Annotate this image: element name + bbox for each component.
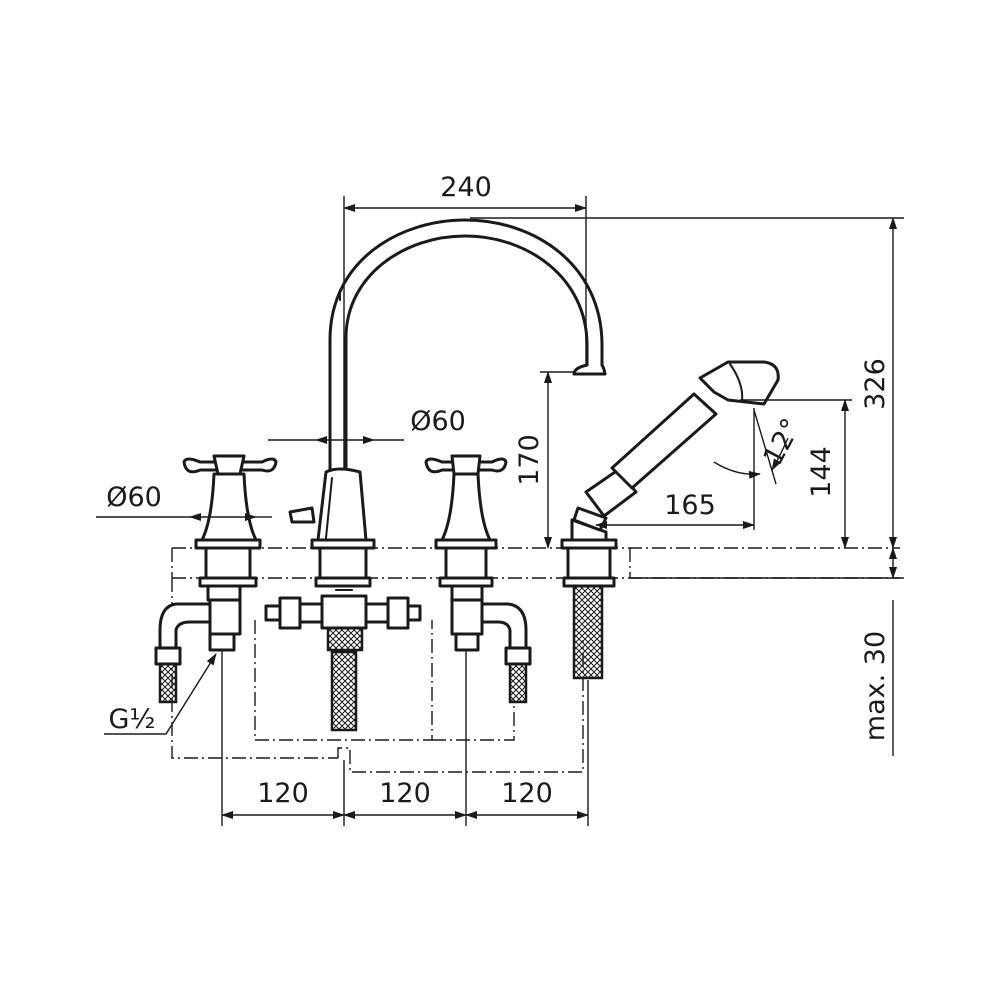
total-height-label: 326 [860,358,891,410]
spout-reach-label: 240 [440,172,492,203]
spacing-1-label: 120 [257,778,309,809]
max-deck-thickness-label: max. 30 [860,631,891,741]
dimension-lines [96,196,904,826]
dimension-labels: 240 326 170 Ø60 Ø60 144 165 12° max. 30 … [106,172,891,809]
spout-body [264,467,422,732]
handshower [560,360,780,680]
handshower-angle-label: 12° [758,414,808,471]
spout-height-label: 170 [514,434,545,486]
spacing-2-label: 120 [379,778,431,809]
spacing-3-label: 120 [501,778,553,809]
handshower-height-label: 144 [806,446,837,498]
left-valve [154,454,278,704]
deck-plate [171,547,900,579]
spout [328,218,607,474]
right-valve [424,454,532,704]
connection-thread-label: G½ [108,704,155,735]
spout-base-diameter-label: Ø60 [410,406,466,437]
handle-diameter-label: Ø60 [106,482,162,513]
handshower-reach-label: 165 [664,490,716,521]
